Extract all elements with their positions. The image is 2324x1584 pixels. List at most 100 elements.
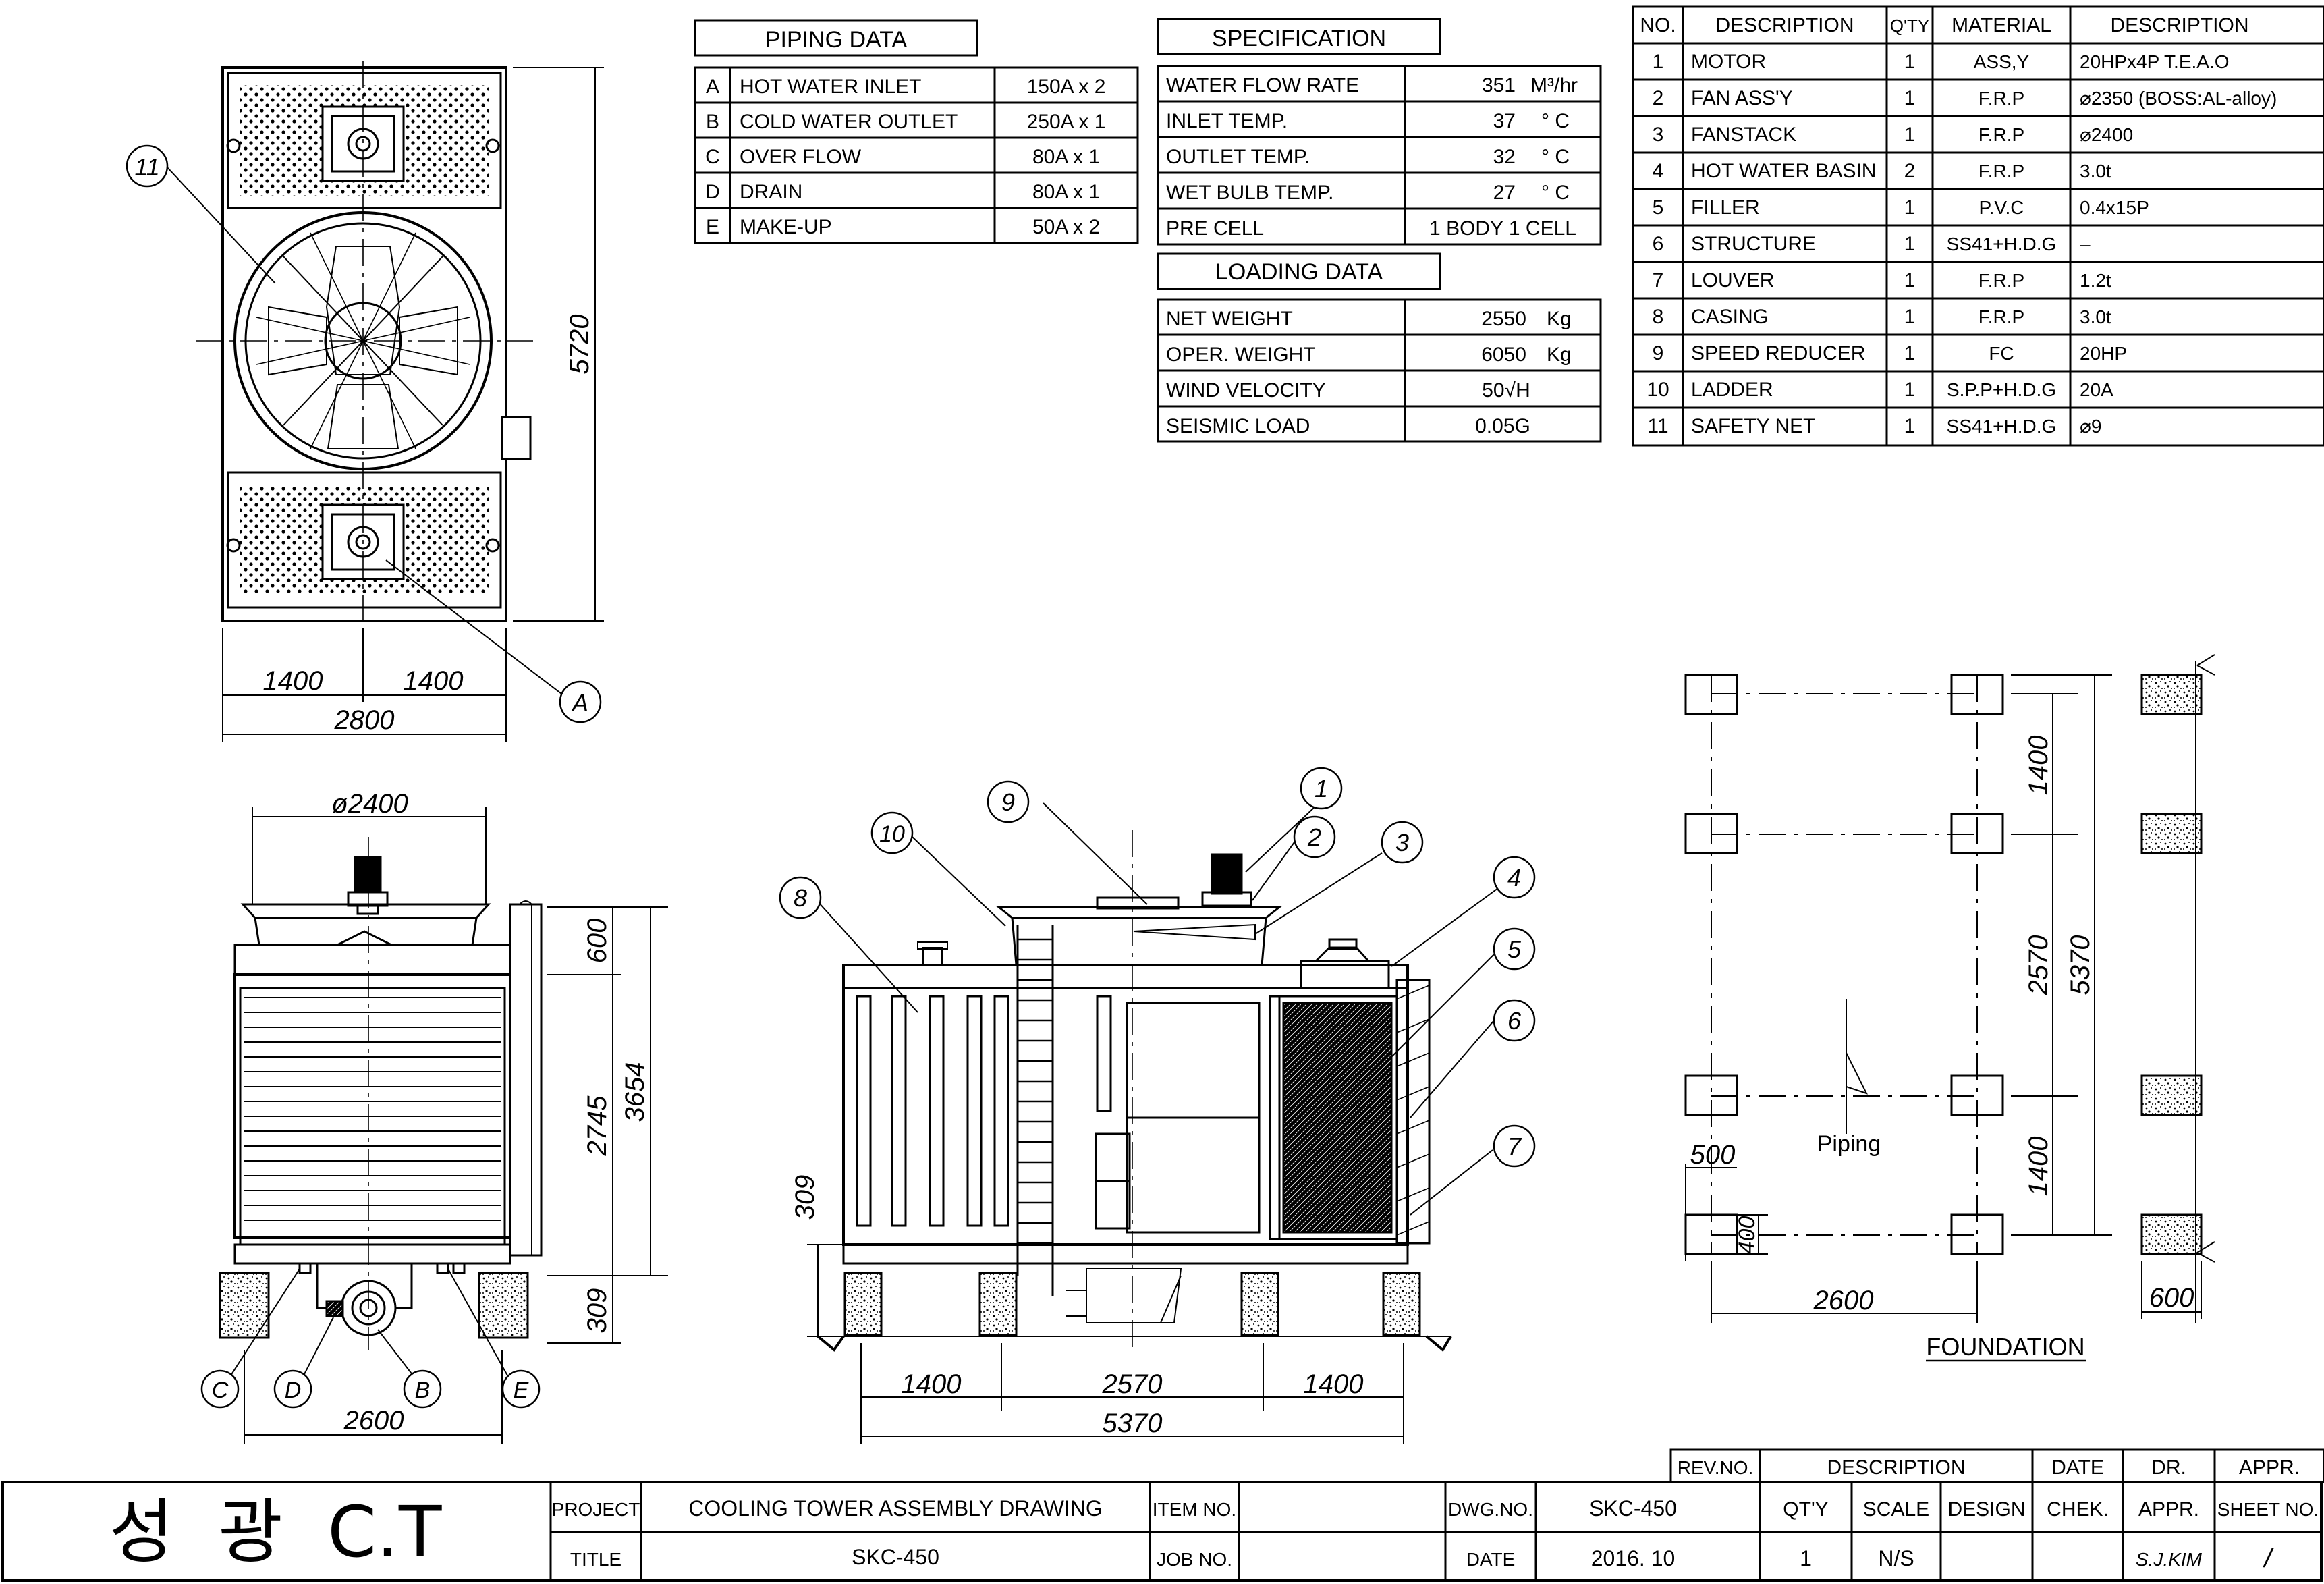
job-no-label: JOB NO. xyxy=(1157,1549,1232,1570)
project-label: PROJECT xyxy=(552,1499,640,1520)
parts-cell: 1 xyxy=(1904,342,1916,364)
parts-cell: STRUCTURE xyxy=(1691,233,1816,255)
side-dim-mid: 2570 xyxy=(1102,1369,1163,1399)
front-dim-stack-h: 600 xyxy=(582,919,612,964)
specification-rows: WATER FLOW RATE 351 M³/hr INLET TEMP. 37… xyxy=(1166,74,1578,240)
piping-size: 250A x 1 xyxy=(1027,111,1106,133)
parts-header: DESCRIPTION xyxy=(2110,14,2248,36)
parts-cell: 1 xyxy=(1904,415,1916,437)
project-value: COOLING TOWER ASSEMBLY DRAWING xyxy=(688,1496,1102,1521)
callout-b: B xyxy=(415,1377,431,1403)
foundation-dim-mid: 2570 xyxy=(2024,935,2053,996)
parts-header: Q'TY xyxy=(1890,16,1929,36)
parts-cell: 7 xyxy=(1653,269,1664,292)
parts-cell: 20HPx4P T.E.A.O xyxy=(2080,51,2230,72)
plan-view-labels: 1400 1400 2800 5720 11 A xyxy=(134,153,594,735)
callout-9: 9 xyxy=(1001,788,1015,816)
plan-dim-half-right: 1400 xyxy=(404,666,464,696)
rev-header: REV.NO. xyxy=(1678,1457,1754,1478)
date-value: 2016. 10 xyxy=(1591,1546,1676,1571)
parts-cell: 8 xyxy=(1653,306,1664,328)
design-label: DESIGN xyxy=(1947,1498,2025,1521)
piping-size: 80A x 1 xyxy=(1032,181,1100,203)
foundation-piping-label: Piping xyxy=(1817,1131,1881,1157)
parts-cell: FAN ASS'Y xyxy=(1691,87,1793,109)
foundation-labels: 1400 2570 1400 5370 2600 500 400 600 xyxy=(1690,736,2194,1315)
piping-item: COLD WATER OUTLET xyxy=(740,111,958,133)
parts-cell: 1 xyxy=(1904,306,1916,328)
parts-cell: CASING xyxy=(1691,306,1769,328)
parts-cell: SAFETY NET xyxy=(1691,415,1815,437)
callout-6: 6 xyxy=(1507,1007,1522,1035)
spec-value: 351 xyxy=(1482,74,1516,97)
front-dim-stack-dia: ø2400 xyxy=(331,789,408,819)
parts-cell: 2 xyxy=(1653,87,1664,109)
parts-cell: F.R.P xyxy=(1979,306,2024,327)
revision-block xyxy=(1669,1448,2324,1483)
foundation-dim-total: 5370 xyxy=(2066,935,2095,995)
piping-key: B xyxy=(706,111,719,133)
rev-header: APPR. xyxy=(2239,1456,2300,1479)
foundation-dim-pad: 500 xyxy=(1690,1140,1736,1170)
parts-cell: 20A xyxy=(2080,379,2113,400)
callout-5: 5 xyxy=(1507,935,1522,963)
parts-cell: 5 xyxy=(1653,196,1664,219)
callout-c: C xyxy=(212,1377,229,1403)
piping-item: MAKE-UP xyxy=(740,216,832,238)
foundation-dim-width: 2600 xyxy=(1813,1286,1874,1315)
spec-item: PRE CELL xyxy=(1166,217,1264,240)
parts-cell: SPEED REDUCER xyxy=(1691,342,1865,364)
piping-item: DRAIN xyxy=(740,181,802,203)
check-label: CHEK. xyxy=(2047,1498,2109,1521)
callout-10: 10 xyxy=(879,821,905,847)
load-item: NET WEIGHT xyxy=(1166,308,1293,330)
piping-key: E xyxy=(706,216,719,238)
spec-unit: M³/hr xyxy=(1530,74,1578,97)
front-view xyxy=(200,807,668,1444)
side-dim-total: 5370 xyxy=(1103,1409,1163,1438)
rev-header: DESCRIPTION xyxy=(1827,1456,1965,1479)
qty-value: 1 xyxy=(1800,1546,1812,1571)
load-unit: Kg xyxy=(1547,308,1572,330)
piping-size: 150A x 2 xyxy=(1027,76,1106,98)
piping-item: OVER FLOW xyxy=(740,146,862,168)
plan-dim-length: 5720 xyxy=(565,315,594,375)
foundation-dim-side-pad: 600 xyxy=(2149,1283,2194,1313)
parts-cell: F.R.P xyxy=(1979,124,2024,145)
load-item: WIND VELOCITY xyxy=(1166,379,1326,402)
spec-value: 1 BODY 1 CELL xyxy=(1429,217,1576,240)
spec-value: 27 xyxy=(1493,182,1516,204)
load-value: 50√H xyxy=(1482,379,1530,402)
parts-cell: 4 xyxy=(1653,160,1664,182)
piping-key: D xyxy=(705,181,720,203)
parts-header: MATERIAL xyxy=(1952,14,2051,36)
rev-header: DR. xyxy=(2151,1456,2186,1479)
front-view-labels: ø2400 600 2745 3654 309 2600 C D B E xyxy=(212,789,650,1436)
loading-data-title: LOADING DATA xyxy=(1215,259,1383,285)
spec-value: 37 xyxy=(1493,110,1516,132)
parts-cell: FANSTACK xyxy=(1691,124,1796,146)
callout-3: 3 xyxy=(1395,829,1409,856)
parts-cell: FC xyxy=(1989,343,2014,364)
spec-item: WATER FLOW RATE xyxy=(1166,74,1359,97)
parts-cell: S.P.P+H.D.G xyxy=(1947,379,2056,400)
callout-8: 8 xyxy=(794,884,807,912)
parts-list-content: NO. DESCRIPTION Q'TY MATERIAL DESCRIPTIO… xyxy=(1640,14,2248,36)
load-value: 2550 xyxy=(1481,308,1526,330)
callout-e: E xyxy=(514,1377,529,1403)
specification-title: SPECIFICATION xyxy=(1212,26,1386,51)
plan-dim-width: 2800 xyxy=(334,705,395,735)
title-value: SKC-450 xyxy=(852,1545,939,1569)
parts-cell: 1 xyxy=(1904,269,1916,292)
side-view-labels: 309 1400 2570 1400 5370 1 2 3 4 5 6 7 8 … xyxy=(790,775,1522,1438)
callout-d: D xyxy=(285,1377,302,1403)
spec-value: 32 xyxy=(1493,146,1516,168)
callout-a: A xyxy=(571,689,588,717)
spec-unit: ° C xyxy=(1541,110,1570,132)
parts-cell: ASS,Y xyxy=(1974,51,2030,72)
parts-cell: – xyxy=(2080,234,2091,254)
piping-data-title: PIPING DATA xyxy=(765,27,908,53)
scale-label: SCALE xyxy=(1863,1498,1929,1521)
plan-view xyxy=(126,61,604,742)
parts-cell: 1 xyxy=(1904,233,1916,255)
